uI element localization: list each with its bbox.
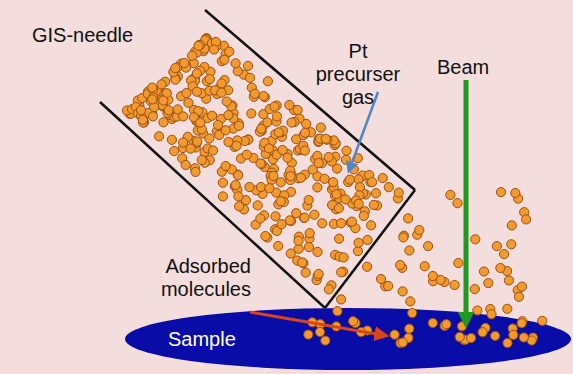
part-label: Beam xyxy=(437,56,489,79)
part-label: Pt precurser gas xyxy=(308,40,408,109)
part-label: Adsorbed molecules xyxy=(125,255,251,301)
part-label: GIS-needle xyxy=(32,24,133,47)
gis-needle-outline xyxy=(100,10,415,308)
beam-arrow xyxy=(464,80,469,320)
node-text: Sample xyxy=(168,328,236,351)
